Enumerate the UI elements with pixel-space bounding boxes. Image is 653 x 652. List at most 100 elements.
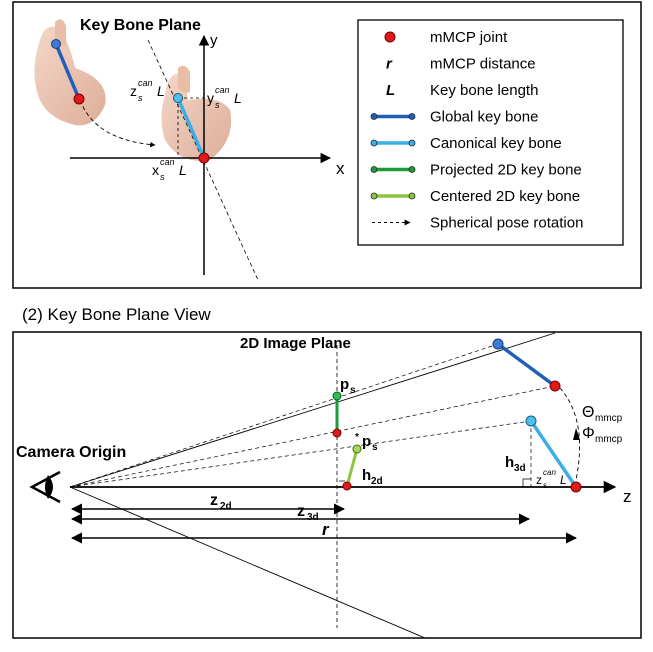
legend-box	[357, 19, 624, 246]
svg-text:s: s	[543, 481, 547, 490]
legend-glyph: L	[386, 82, 395, 99]
svg-text:x: x	[152, 162, 159, 178]
svg-text:2d: 2d	[371, 476, 383, 487]
right-angle-3d	[522, 478, 531, 487]
svg-text:2d: 2d	[220, 501, 232, 512]
svg-text:can: can	[543, 468, 556, 477]
svg-text:s: s	[372, 442, 378, 453]
panel-1: Key Bone Plane y x z can s L y can	[12, 1, 642, 289]
svg-text:z: z	[297, 503, 305, 520]
svg-text:L: L	[234, 90, 242, 106]
legend-item: r mMCP distance	[386, 56, 536, 73]
svg-text:L: L	[157, 83, 165, 99]
legend-label: mMCP distance	[430, 56, 536, 73]
mmcp-joint-origin	[198, 152, 210, 164]
hand-canonical	[161, 65, 232, 161]
z2d-label: z 2d	[210, 492, 232, 512]
legend-red-dot	[384, 31, 396, 43]
legend-label: Centered 2D key bone	[430, 188, 580, 205]
svg-text:*: *	[355, 432, 359, 443]
legend-label: Key bone length	[430, 82, 538, 99]
rays	[69, 343, 575, 488]
legend-item: L Key bone length	[386, 82, 538, 99]
svg-text:h: h	[362, 467, 371, 484]
svg-text:3d: 3d	[307, 512, 319, 523]
legend-label: mMCP joint	[430, 29, 508, 46]
legend-label: Canonical key bone	[430, 135, 562, 152]
camera-eye-icon	[29, 470, 61, 504]
svg-text:Θ: Θ	[582, 404, 594, 421]
legend-item: mMCP joint	[384, 29, 508, 46]
z3d-label: z 3d	[297, 503, 319, 523]
centered-mmcp	[342, 481, 352, 491]
r-label: r	[322, 520, 330, 539]
global-key-bone	[54, 43, 81, 100]
svg-text:can: can	[160, 157, 175, 167]
rotation-arc	[559, 387, 581, 481]
legend-label: Spherical pose rotation	[430, 215, 583, 232]
canonical-bone-tip-3d	[525, 415, 537, 427]
h-2d-label: h 2d	[362, 467, 383, 487]
svg-text:L: L	[560, 473, 567, 487]
svg-text:p: p	[362, 433, 371, 450]
svg-text:3d: 3d	[514, 463, 526, 474]
legend-line-end	[408, 192, 416, 200]
legend-line-end	[370, 192, 378, 200]
frustum-upper	[69, 332, 556, 488]
projected-tip	[332, 391, 342, 401]
z-can-3d-label: z can s L	[536, 468, 567, 490]
svg-text:Φ: Φ	[582, 425, 595, 442]
svg-text:s: s	[138, 93, 143, 103]
mmcp-joint-3d	[570, 481, 582, 493]
p-s-label: p s	[340, 376, 356, 396]
svg-text:p: p	[340, 376, 349, 393]
svg-text:mmcp: mmcp	[595, 434, 623, 445]
canonical-key-bone	[176, 97, 206, 159]
legend-label: Projected 2D key bone	[430, 162, 582, 179]
centered-2d-key-bone	[345, 448, 359, 487]
theta-label: Θ mmcp	[582, 404, 623, 424]
x-axis-label: x	[336, 159, 345, 178]
hand-global	[34, 19, 106, 126]
svg-text:z: z	[536, 473, 542, 487]
image-plane-label: 2D Image Plane	[240, 335, 351, 352]
y-axis-label: y	[210, 32, 218, 49]
svg-text:h: h	[505, 454, 514, 471]
global-key-bone-3d	[496, 342, 557, 388]
legend-item: Canonical key bone	[370, 135, 562, 152]
global-bone-tip-3d	[492, 338, 504, 350]
svg-text:z: z	[210, 492, 218, 509]
svg-text:s: s	[215, 100, 220, 110]
panel-2: 2D Image Plane z Camera Origin	[12, 331, 642, 639]
svg-text:L: L	[179, 162, 187, 178]
legend-label: Global key bone	[430, 109, 538, 126]
y-can-label: y can s L	[207, 85, 242, 110]
legend-item: Spherical pose rotation	[372, 215, 583, 232]
global-bone-tip	[51, 39, 61, 49]
projected-mmcp	[332, 428, 342, 438]
panel-2-border	[12, 331, 642, 639]
legend-item: Centered 2D key bone	[370, 188, 580, 205]
svg-text:z: z	[130, 83, 137, 99]
rotation-arc-head	[573, 428, 580, 440]
plane-dashed-line	[147, 39, 259, 281]
svg-text:s: s	[160, 172, 165, 182]
legend-item: Global key bone	[370, 109, 538, 126]
h-3d-label: h 3d	[505, 454, 526, 474]
rotation-arrow	[79, 99, 156, 148]
legend-glyph: r	[386, 56, 393, 73]
legend-line-end	[370, 113, 378, 120]
svg-text:can: can	[138, 78, 153, 88]
z-can-label: z can s L	[130, 78, 165, 103]
z-axis-label: z	[623, 487, 632, 506]
centered-tip	[352, 444, 362, 454]
camera-origin-label: Camera Origin	[16, 444, 126, 461]
svg-text:mmcp: mmcp	[595, 413, 623, 424]
legend-line-end	[408, 166, 416, 173]
panel-1-border	[12, 1, 642, 289]
legend-line-end	[370, 139, 378, 147]
mmcp-joint-global-3d	[549, 380, 561, 392]
mmcp-joint-global	[73, 93, 85, 105]
panel-2-caption: (2) Key Bone Plane View	[22, 305, 211, 324]
phi-label: Φ mmcp	[582, 425, 623, 445]
